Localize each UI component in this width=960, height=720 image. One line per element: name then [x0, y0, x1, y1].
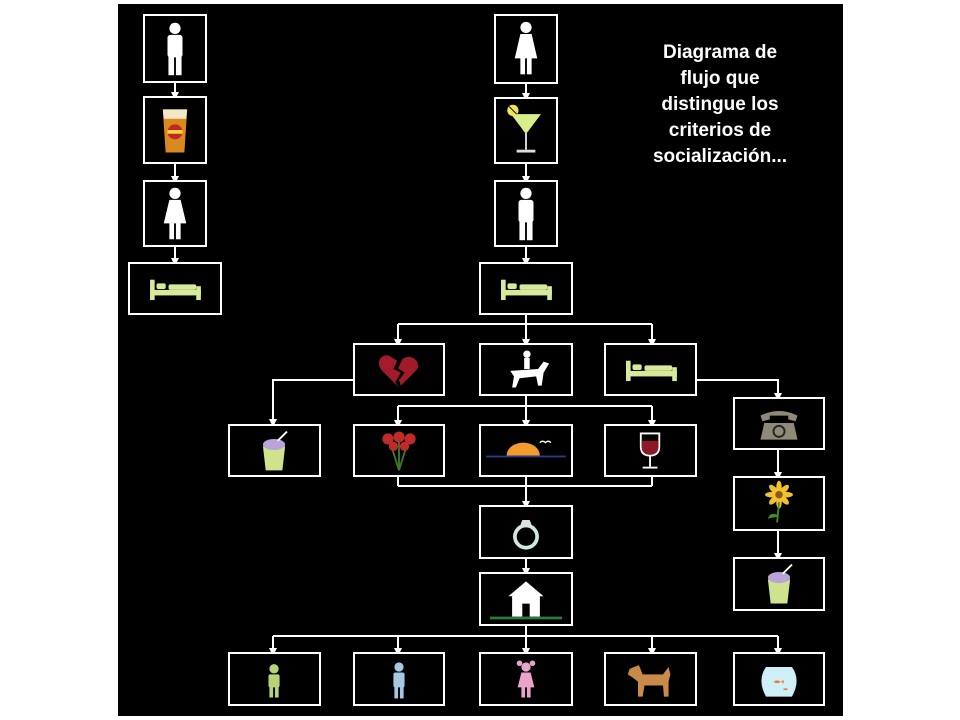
diagram-title: Diagrama de flujo que distingue los crit… — [652, 42, 788, 167]
node-left-beer — [143, 96, 207, 164]
node-left-woman — [143, 180, 207, 247]
horse-rider-icon — [510, 350, 550, 388]
fishbowl-icon — [761, 666, 797, 697]
node-telephone — [733, 397, 825, 450]
node-ice-cream-right — [733, 557, 825, 611]
roses-icon — [382, 431, 416, 471]
dog-icon — [627, 665, 671, 697]
house-icon — [489, 581, 563, 620]
node-child-boy-green — [228, 652, 321, 706]
node-broken-heart — [353, 343, 445, 396]
node-sunset — [479, 424, 573, 477]
bed-icon — [150, 279, 201, 301]
node-flower — [733, 476, 825, 531]
node-house — [479, 572, 573, 626]
bed-icon — [501, 279, 552, 301]
cocktail-icon — [507, 104, 541, 153]
node-child-girl — [479, 652, 573, 706]
node-left-man — [143, 14, 207, 83]
man-icon — [167, 22, 183, 76]
node-center-man — [494, 180, 558, 247]
flower-icon — [765, 480, 793, 523]
boy-icon — [268, 664, 280, 698]
telephone-icon — [760, 411, 798, 440]
node-center-cocktail — [494, 97, 558, 164]
node-dog — [604, 652, 697, 706]
node-child-boy-blue — [353, 652, 445, 706]
man-icon — [518, 187, 534, 241]
beer-icon — [162, 109, 188, 153]
node-wine — [604, 424, 697, 477]
ice-cream-icon — [262, 430, 288, 471]
woman-icon — [163, 187, 187, 240]
node-branch-bed — [604, 343, 697, 396]
broken-heart-icon — [378, 355, 419, 388]
girl-icon — [516, 660, 536, 698]
node-horse-rider — [479, 343, 573, 396]
node-ring — [479, 505, 573, 559]
sunset-icon — [486, 440, 566, 458]
node-roses — [353, 424, 445, 477]
wine-glass-icon — [639, 432, 661, 469]
node-left-bed — [128, 262, 222, 315]
bed-icon — [626, 360, 677, 382]
boy-icon — [393, 662, 405, 699]
woman-icon — [514, 21, 538, 75]
ring-icon — [513, 519, 539, 550]
node-fishbowl — [733, 652, 825, 706]
node-center-woman — [494, 14, 558, 84]
node-center-bed — [479, 262, 573, 315]
ice-cream-icon — [767, 563, 793, 604]
node-ice-cream-left — [228, 424, 321, 477]
